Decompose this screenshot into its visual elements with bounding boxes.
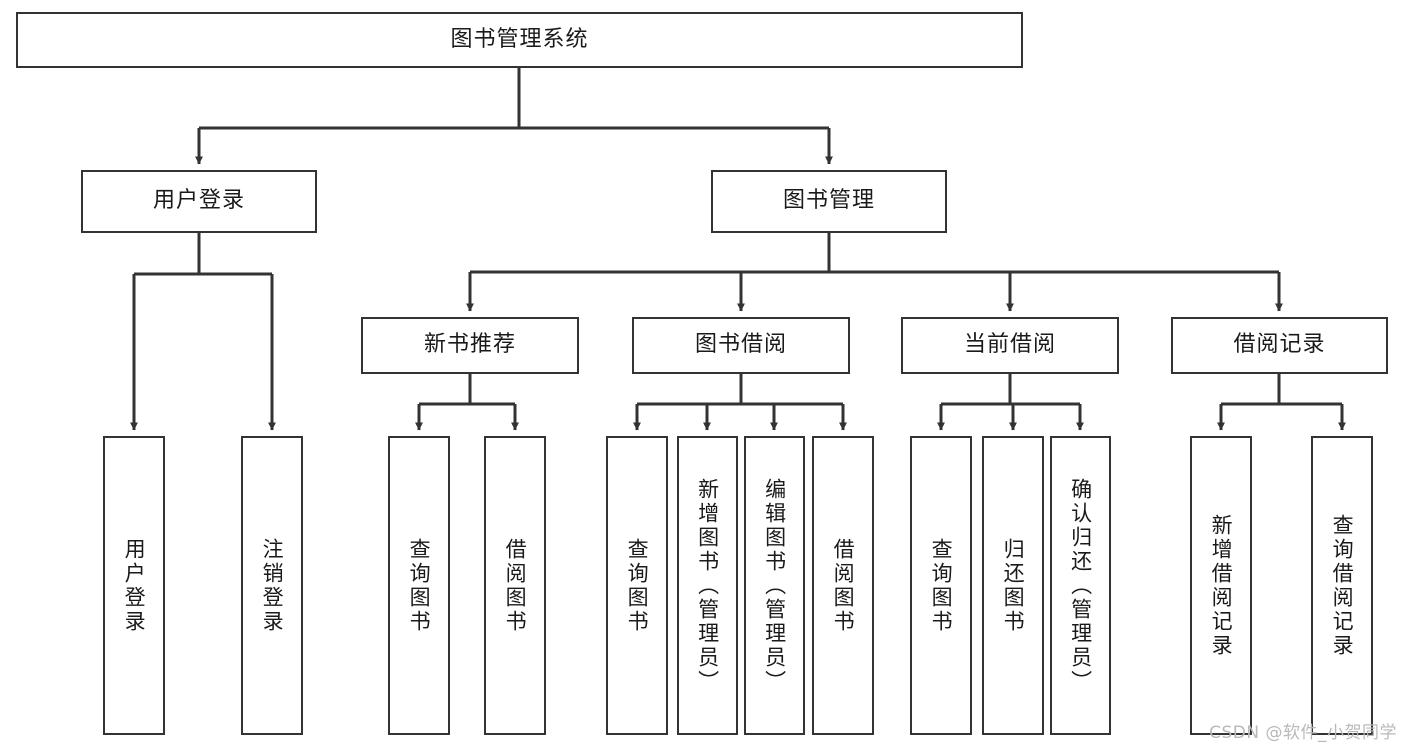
node-leaf-edit-book-label: 编辑图书（管理员）	[762, 477, 787, 694]
node-new-book-recommend-label: 新书推荐	[423, 332, 516, 358]
node-leaf-borrow-book-1-label: 借阅图书	[503, 537, 528, 634]
node-user-login-label: 用户登录	[152, 188, 245, 214]
node-leaf-query-record[interactable]: 查询借阅记录	[1311, 436, 1373, 735]
node-current-borrow-label: 当前借阅	[963, 332, 1056, 358]
node-user-login[interactable]: 用户登录	[81, 170, 317, 233]
node-root[interactable]: 图书管理系统	[16, 12, 1023, 68]
node-leaf-logout-login[interactable]: 注销登录	[241, 436, 303, 735]
node-leaf-borrow-book-2-label: 借阅图书	[831, 537, 856, 634]
node-leaf-query-book-3[interactable]: 查询图书	[910, 436, 972, 735]
node-root-label: 图书管理系统	[450, 26, 589, 52]
node-leaf-add-book-label: 新增图书（管理员）	[695, 477, 720, 694]
csdn-watermark: CSDN @软件_小贺同学	[1209, 723, 1397, 743]
node-leaf-logout-login-label: 注销登录	[260, 537, 285, 634]
node-borrow-record-label: 借阅记录	[1233, 332, 1326, 358]
node-leaf-query-book-2-label: 查询图书	[625, 537, 650, 634]
node-leaf-query-book-1[interactable]: 查询图书	[388, 436, 450, 735]
node-leaf-add-record-label: 新增借阅记录	[1209, 513, 1234, 658]
node-leaf-return-book[interactable]: 归还图书	[982, 436, 1044, 735]
node-book-manage[interactable]: 图书管理	[711, 170, 947, 233]
node-leaf-add-record[interactable]: 新增借阅记录	[1190, 436, 1252, 735]
node-leaf-borrow-book-1[interactable]: 借阅图书	[484, 436, 546, 735]
node-leaf-query-book-1-label: 查询图书	[407, 537, 432, 634]
node-leaf-query-book-3-label: 查询图书	[929, 537, 954, 634]
node-leaf-query-book-2[interactable]: 查询图书	[606, 436, 668, 735]
node-current-borrow[interactable]: 当前借阅	[901, 317, 1119, 374]
node-leaf-query-record-label: 查询借阅记录	[1330, 513, 1355, 658]
node-book-borrow[interactable]: 图书借阅	[632, 317, 850, 374]
node-leaf-borrow-book-2[interactable]: 借阅图书	[812, 436, 874, 735]
node-leaf-edit-book[interactable]: 编辑图书（管理员）	[744, 436, 805, 735]
node-leaf-user-login-label: 用户登录	[122, 537, 147, 634]
node-leaf-confirm-return-label: 确认归还（管理员）	[1068, 477, 1093, 694]
node-book-manage-label: 图书管理	[782, 188, 875, 214]
node-leaf-return-book-label: 归还图书	[1001, 537, 1026, 634]
node-new-book-recommend[interactable]: 新书推荐	[361, 317, 579, 374]
node-leaf-add-book[interactable]: 新增图书（管理员）	[677, 436, 738, 735]
node-leaf-user-login[interactable]: 用户登录	[103, 436, 165, 735]
node-borrow-record[interactable]: 借阅记录	[1171, 317, 1388, 374]
node-leaf-confirm-return[interactable]: 确认归还（管理员）	[1050, 436, 1111, 735]
node-book-borrow-label: 图书借阅	[694, 332, 787, 358]
